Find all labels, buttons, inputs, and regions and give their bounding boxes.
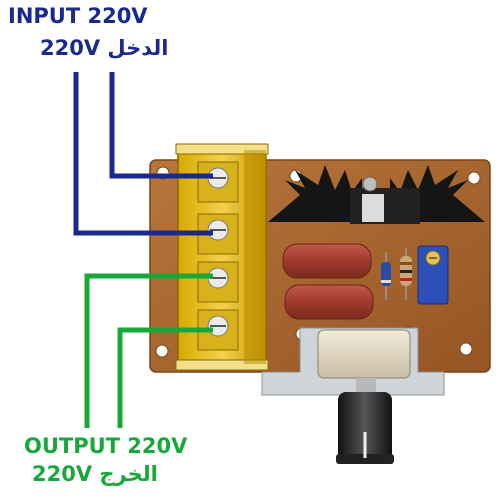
knob [336, 392, 394, 464]
heatsink [268, 165, 485, 224]
diode [381, 252, 391, 300]
output-voltage-label: 220V الخرج [32, 464, 158, 485]
output-wire-2 [117, 327, 213, 428]
capacitor-bottom [284, 284, 374, 320]
input-wire-2 [73, 72, 213, 236]
terminal-screw-1 [197, 161, 239, 203]
input-wire-1 [109, 72, 213, 179]
input-voltage: 220V [40, 36, 101, 60]
output-title: OUTPUT 220V [24, 434, 188, 458]
output-wires [84, 273, 213, 428]
output-wire-1 [84, 273, 213, 428]
input-arabic-label: الدخل [107, 36, 169, 60]
output-voltage: 220V [32, 462, 93, 486]
resistor [400, 248, 412, 300]
input-voltage-label: 220V الدخل [40, 38, 169, 59]
capacitor-top [282, 243, 372, 279]
input-wires [73, 72, 213, 236]
trimmer-potentiometer [417, 245, 449, 305]
input-title: INPUT 220V [8, 4, 148, 28]
output-arabic-label: الخرج [99, 462, 158, 486]
main-potentiometer [261, 327, 445, 396]
terminal-screw-3 [197, 261, 239, 303]
